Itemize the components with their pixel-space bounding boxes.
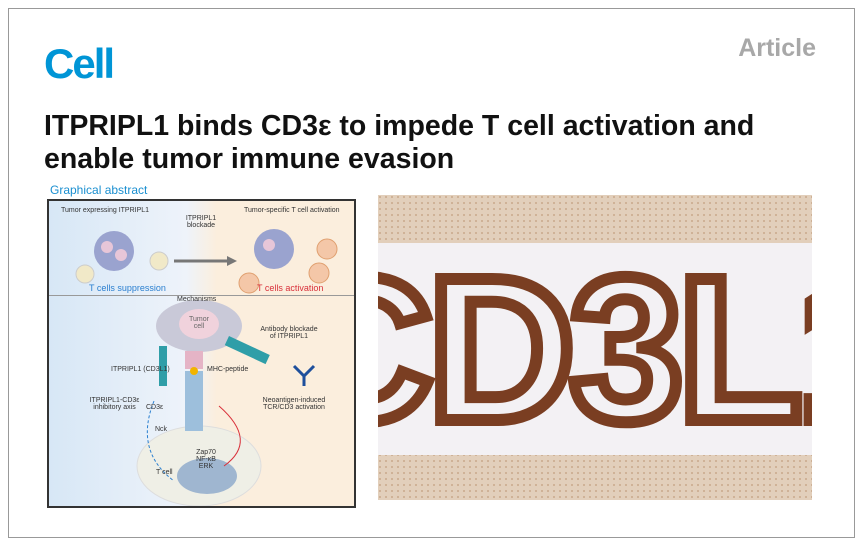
left-heading: Tumor expressing ITPRIPL1 bbox=[61, 207, 150, 214]
active-t-cell-icon bbox=[316, 238, 338, 260]
graphical-abstract: Tumor expressing ITPRIPL1 Tumor-specific… bbox=[47, 199, 356, 508]
title-line-2: enable tumor immune evasion bbox=[44, 143, 455, 175]
ihc-letters: CD3L1 bbox=[378, 235, 812, 464]
antibody-label: Antibody blockade of ITPRIPL1 bbox=[260, 326, 318, 340]
graphical-abstract-label: Graphical abstract bbox=[50, 183, 148, 197]
title-line-1: ITPRIPL1 binds CD3ε to impede T cell act… bbox=[44, 110, 755, 142]
abstract-diagram bbox=[75, 229, 338, 506]
mechanisms-label: Mechanisms bbox=[177, 296, 217, 303]
suppression-label: T cells suppression bbox=[89, 283, 166, 293]
tumor-left-icon bbox=[94, 231, 134, 271]
antibody-icon bbox=[292, 364, 316, 386]
article-title: ITPRIPL1 binds CD3ε to impede T cell act… bbox=[44, 110, 844, 176]
t-cell-icon bbox=[149, 251, 169, 271]
right-heading: Tumor-specific T cell activation bbox=[244, 207, 340, 214]
itpripl1-label: ITPRIPL1 (CD3L1) bbox=[111, 366, 170, 373]
tumor-cell-label: Tumor cell bbox=[189, 316, 209, 330]
divider bbox=[49, 295, 354, 296]
mhc-label: MHC-peptide bbox=[207, 366, 249, 373]
page-frame bbox=[8, 8, 855, 538]
tumor-right-icon bbox=[254, 229, 294, 269]
signals-label: Zap70 NF-κB ERK bbox=[196, 449, 216, 470]
activation-label: T cells activation bbox=[257, 283, 324, 293]
axis-label: ITPRIPL1-CD3ε inhibitory axis bbox=[89, 397, 140, 411]
nck-label: Nck bbox=[155, 426, 168, 433]
cd3e-label: CD3ε bbox=[146, 404, 164, 411]
article-type: Article bbox=[738, 34, 816, 62]
blockade-label: ITPRIPL1 blockade bbox=[185, 215, 217, 229]
t-cell-icon bbox=[75, 264, 95, 284]
journal-logo: Cell bbox=[44, 40, 115, 87]
neoantigen-label: Neoantigen-induced TCR/CD3 activation bbox=[262, 397, 326, 411]
ihc-figure-image: CD3L1 bbox=[378, 195, 812, 500]
t-cell-label: T cell bbox=[156, 469, 173, 476]
